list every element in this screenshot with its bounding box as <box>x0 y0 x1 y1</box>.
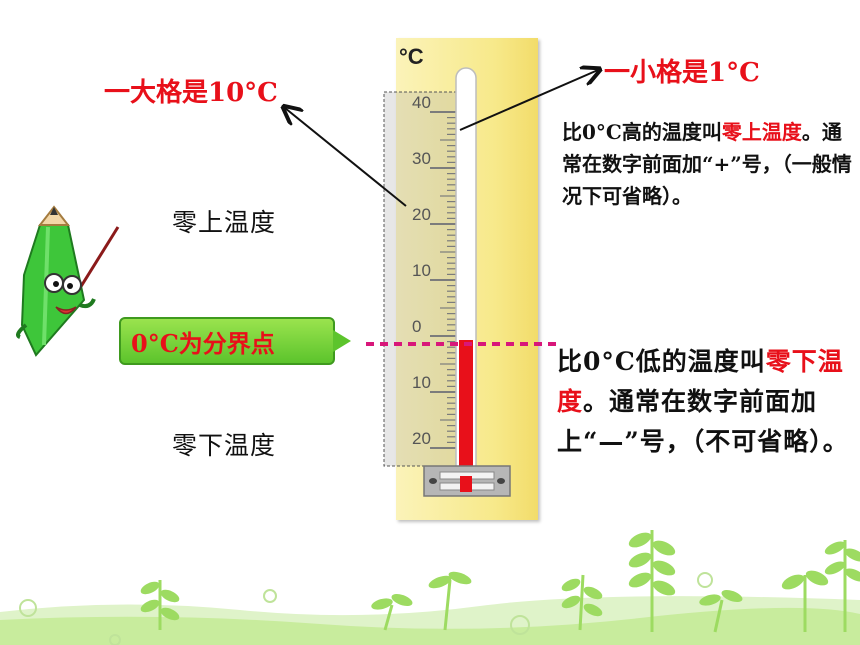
above-zero-text-part2: 。通常在数字前面加“+”号，（一般情况下可省略）。 <box>562 120 852 208</box>
above-zero-explanation: 比0°C高的温度叫零上温度。通常在数字前面加“+”号，（一般情况下可省略）。 <box>562 116 852 212</box>
scale-label: 0 <box>412 317 421 336</box>
scale-label: 40 <box>412 93 431 112</box>
below-zero-term: 零下温度 <box>557 347 844 416</box>
unit-label: °C <box>399 44 424 69</box>
scale-label: 30 <box>412 149 431 168</box>
scale-label: 20 <box>412 205 431 224</box>
scale-labels: 40 30 20 10 0 10 20 <box>412 93 431 448</box>
above-zero-text-part1: 比0°C高的温度叫 <box>562 120 722 144</box>
zero-boundary-callout: 0°C为分界点 <box>119 317 335 365</box>
zero-boundary-callout-pointer <box>333 330 351 352</box>
mercury-column <box>459 340 473 480</box>
below-zero-explanation: 比0°C低的温度叫零下温度。通常在数字前面加上“—”号，（不可省略）。 <box>557 342 857 462</box>
pencil-mascot-icon <box>16 205 120 357</box>
scale-label: 10 <box>412 261 431 280</box>
big-division-label: 一大格是10°C <box>104 78 278 108</box>
below-zero-text-part1: 比0°C低的温度叫 <box>557 347 766 376</box>
big-division-arrow <box>285 108 407 207</box>
clip-rivet <box>429 478 437 484</box>
above-zero-term: 零上温度 <box>721 120 802 144</box>
small-division-label: 一小格是1°C <box>604 58 760 88</box>
small-division-arrow <box>459 70 598 131</box>
mercury-bulb <box>460 476 472 492</box>
scale-ticks <box>430 111 456 449</box>
clip-rivet <box>497 478 505 484</box>
below-zero-text-part2: 。通常在数字前面加上“—”号，（不可省略）。 <box>557 387 849 456</box>
above-zero-side-label: 零上温度 <box>172 208 277 237</box>
scale-label: 10 <box>412 373 431 392</box>
below-zero-side-label: 零下温度 <box>172 431 277 460</box>
scale-label: 20 <box>412 429 431 448</box>
